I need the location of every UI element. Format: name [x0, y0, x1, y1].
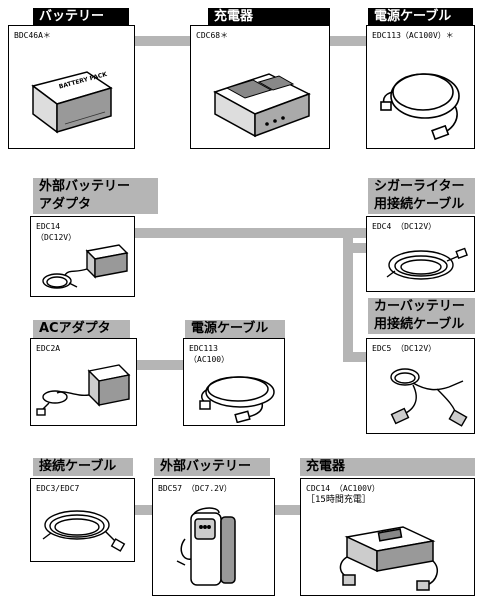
- charger-bottom-model-1: CDC14 （AC100V）: [306, 484, 380, 493]
- power-cable-mid-model-1: EDC113: [189, 344, 218, 353]
- external-battery-icon: [171, 499, 261, 593]
- car-battery-cable-title-1: カーバッテリー: [368, 298, 475, 316]
- external-battery-card: BDC57 （DC7.2V）: [152, 478, 275, 596]
- ac-adapter-card: EDC2A: [30, 338, 137, 426]
- car-battery-cable-title-2: 用接続ケーブル: [368, 316, 475, 334]
- external-battery-model: BDC57 （DC7.2V）: [158, 484, 232, 493]
- charger-bottom-title: 充電器: [300, 458, 475, 476]
- connector-middle-to-car: [343, 352, 369, 362]
- external-battery-adapter-title-1: 外部バッテリー: [33, 178, 158, 196]
- cigar-cable-card: EDC4 （DC12V）: [366, 216, 475, 292]
- charger-bottom-model-2: ［15時間充電］: [306, 495, 371, 505]
- ac-adapter-title: ACアダプタ: [33, 320, 130, 338]
- external-battery-adapter-title-2: アダプタ: [33, 196, 158, 214]
- connection-cable-title: 接続ケーブル: [33, 458, 133, 476]
- connector-middle-to-cigar: [343, 243, 369, 253]
- battery-pack-icon: BATTERY PACK: [25, 58, 117, 140]
- battery-adapter-icon: [35, 241, 131, 295]
- connector-middle: [135, 228, 369, 238]
- external-battery-adapter-model-2: （DC12V）: [36, 233, 77, 242]
- external-battery-title: 外部バッテリー: [154, 458, 270, 476]
- external-battery-adapter-card: EDC14 （DC12V）: [30, 216, 135, 297]
- charger-model: CDC68＊: [196, 31, 229, 40]
- external-battery-adapter-model-1: EDC14: [36, 222, 61, 231]
- coiled-cable-icon: [37, 499, 131, 559]
- cigar-cable-model: EDC4 （DC12V）: [372, 222, 437, 231]
- cigar-cable-icon: [377, 237, 469, 289]
- power-cable-mid-card: EDC113 （AC100）: [183, 338, 285, 426]
- connector-bottom-right: [275, 505, 300, 515]
- power-cable-top-title: 電源ケーブル: [368, 8, 473, 27]
- battery-title: バッテリー: [33, 8, 129, 27]
- connector-bottom-left: [135, 505, 155, 515]
- charger-bottom-card: CDC14 （AC100V） ［15時間充電］: [300, 478, 475, 596]
- battery-card: BDC46A＊ BATTERY PACK: [8, 25, 135, 149]
- charger-bottom-icon: [329, 519, 453, 593]
- car-battery-cable-icon: [377, 357, 469, 431]
- charger-card: CDC68＊: [190, 25, 330, 149]
- cigar-cable-title-2: 用接続ケーブル: [368, 196, 475, 214]
- charger-title: 充電器: [208, 8, 330, 27]
- battery-model: BDC46A＊: [14, 31, 51, 40]
- connector-ac-pair: [137, 360, 183, 370]
- power-cable-mid-icon: [192, 369, 280, 423]
- connector-middle-vertical: [343, 228, 353, 360]
- ac-adapter-model: EDC2A: [36, 344, 61, 353]
- ac-adapter-icon: [35, 359, 133, 423]
- power-cable-mid-title: 電源ケーブル: [185, 320, 285, 338]
- connection-cable-model: EDC3/EDC7: [36, 484, 80, 493]
- car-battery-cable-model: EDC5 （DC12V）: [372, 344, 437, 353]
- connection-cable-card: EDC3/EDC7: [30, 478, 135, 562]
- power-cable-top-model: EDC113（AC100V）＊: [372, 31, 454, 40]
- power-cable-mid-model-2: （AC100）: [189, 355, 230, 364]
- power-cable-icon: [375, 50, 469, 144]
- charger-icon: [209, 52, 315, 142]
- power-cable-top-card: EDC113（AC100V）＊: [366, 25, 475, 149]
- car-battery-cable-card: EDC5 （DC12V）: [366, 338, 475, 434]
- cigar-cable-title-1: シガーライター: [368, 178, 475, 196]
